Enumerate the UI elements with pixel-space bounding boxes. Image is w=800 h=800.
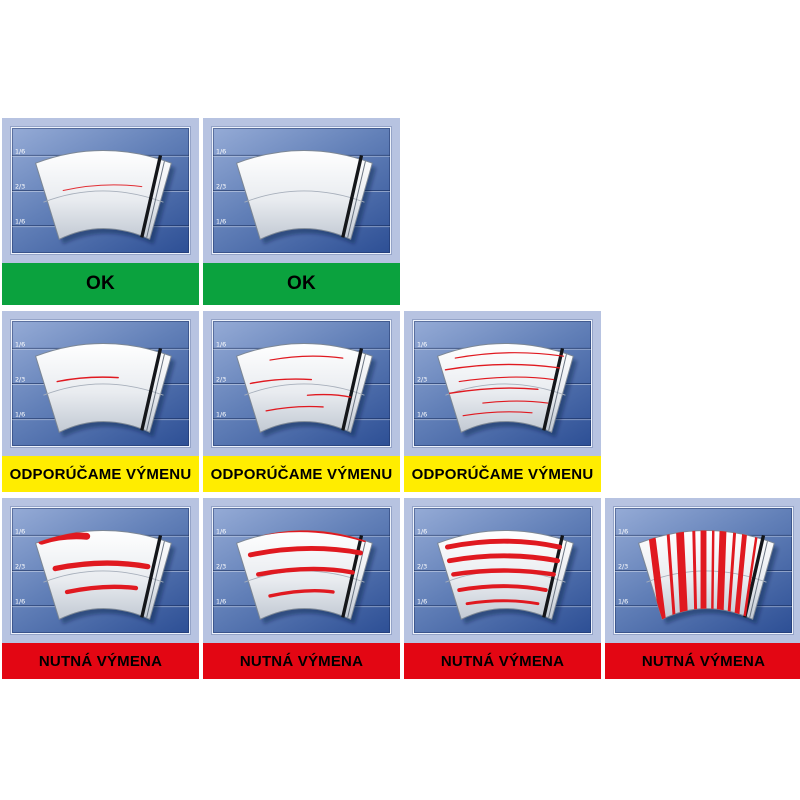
- status-label-bad: NUTNÁ VÝMENA: [605, 643, 800, 679]
- wiper-cell-bad-1: 1/6 2/3 1/6 NUTNÁ VÝMENA: [2, 498, 199, 679]
- wear-marks-single: [56, 376, 119, 383]
- wiper-cell-ok-clean: 1/6 2/3 1/6 OK: [2, 118, 199, 305]
- gauge-label: 1/6: [618, 528, 628, 535]
- windshield-diagram: 1/6 2/3 1/6: [414, 528, 591, 633]
- gauge-label: 1/6: [216, 219, 226, 226]
- wiper-panel: 1/6 2/3 1/6: [2, 498, 199, 643]
- wiper-screen: 1/6 2/3 1/6: [212, 507, 391, 634]
- wiper-panel: 1/6 2/3 1/6: [2, 118, 199, 263]
- gauge-label: 2/3: [417, 377, 427, 384]
- wiper-panel: 1/6 2/3 1/6: [404, 311, 601, 456]
- gauge-label: 1/6: [216, 528, 226, 535]
- gauge-label: 1/6: [15, 341, 25, 348]
- gauge-label: 1/6: [417, 341, 427, 348]
- windshield-graphic: [36, 343, 176, 437]
- gauge-label: 2/3: [618, 564, 628, 571]
- wiper-cell-bad-3: 1/6 2/3 1/6: [404, 498, 601, 679]
- wiper-screen: 1/6 2/3 1/6: [11, 127, 190, 254]
- wiper-panel: 1/6 2/3 1/6: [203, 498, 400, 643]
- windshield-diagram: 1/6 2/3 1/6: [414, 341, 591, 446]
- gauge-label: 1/6: [216, 599, 226, 606]
- gauge-label: 1/6: [15, 148, 25, 155]
- wear-marks-failed: [647, 530, 764, 620]
- gauge-label: 1/6: [417, 528, 427, 535]
- row-ok: 1/6 2/3 1/6 OK: [2, 118, 800, 305]
- windshield-diagram: 1/6 2/3 1/6: [12, 528, 189, 633]
- wiper-panel: 1/6 2/3 1/6: [203, 311, 400, 456]
- wiper-wear-guide: 1/6 2/3 1/6 OK: [2, 118, 800, 679]
- gauge-label: 2/3: [216, 377, 226, 384]
- windshield-graphic: [237, 150, 377, 244]
- gauge-label: 1/6: [417, 599, 427, 606]
- wiper-cell-warn-3: 1/6 2/3 1/6: [404, 311, 601, 492]
- windshield-diagram: 1/6 2/3 1/6: [12, 341, 189, 446]
- gauge-label: 1/6: [15, 219, 25, 226]
- gauge-label: 2/3: [216, 184, 226, 191]
- status-label-bad: NUTNÁ VÝMENA: [404, 643, 601, 679]
- gauge-label: 1/6: [216, 341, 226, 348]
- windshield-diagram: 1/6 2/3 1/6: [213, 341, 390, 446]
- wiper-screen: 1/6 2/3 1/6: [212, 320, 391, 447]
- status-label-bad: NUTNÁ VÝMENA: [2, 643, 199, 679]
- wiper-panel: 1/6 2/3 1/6: [2, 311, 199, 456]
- windshield-graphic: [36, 530, 176, 624]
- windshield-graphic: [36, 150, 176, 244]
- gauge-label: 2/3: [216, 564, 226, 571]
- status-label-warn: ODPORÚČAME VÝMENU: [203, 456, 400, 492]
- wiper-screen: 1/6 2/3 1/6: [212, 127, 391, 254]
- wear-marks-smears: [38, 530, 161, 595]
- row-replacement-required: 1/6 2/3 1/6 NUTNÁ VÝMENA: [2, 498, 800, 679]
- windshield-graphic: [237, 530, 377, 624]
- gauge-label: 2/3: [15, 377, 25, 384]
- status-label-warn: ODPORÚČAME VÝMENU: [2, 456, 199, 492]
- wiper-panel: 1/6 2/3 1/6: [203, 118, 400, 263]
- windshield-graphic: [237, 343, 377, 437]
- wiper-screen: 1/6 2/3 1/6: [11, 320, 190, 447]
- windshield-diagram: 1/6 2/3 1/6: [12, 148, 189, 253]
- gauge-label: 1/6: [15, 528, 25, 535]
- windshield-diagram: 1/6 2/3 1/6: [615, 528, 792, 633]
- wiper-screen: 1/6 2/3 1/6: [413, 320, 592, 447]
- gauge-label: 2/3: [15, 564, 25, 571]
- status-label-ok: OK: [2, 263, 199, 305]
- row-recommend-replacement: 1/6 2/3 1/6 ODPORÚČAME VÝMENU: [2, 311, 800, 492]
- gauge-label: 1/6: [15, 412, 25, 419]
- gauge-label: 1/6: [216, 148, 226, 155]
- status-label-bad: NUTNÁ VÝMENA: [203, 643, 400, 679]
- wiper-panel: 1/6 2/3 1/6: [605, 498, 800, 643]
- wiper-cell-warn-2: 1/6 2/3 1/6: [203, 311, 400, 492]
- gauge-label: 2/3: [15, 184, 25, 191]
- wiper-cell-ok-light: 1/6 2/3 1/6 OK: [203, 118, 400, 305]
- wiper-screen: 1/6 2/3 1/6: [614, 507, 793, 634]
- wiper-panel: 1/6 2/3 1/6: [404, 498, 601, 643]
- gauge-label: 1/6: [618, 599, 628, 606]
- wiper-cell-warn-1: 1/6 2/3 1/6 ODPORÚČAME VÝMENU: [2, 311, 199, 492]
- wiper-screen: 1/6 2/3 1/6: [413, 507, 592, 634]
- status-label-warn: ODPORÚČAME VÝMENU: [404, 456, 601, 492]
- wear-marks-clean: [62, 184, 143, 191]
- wiper-screen: 1/6 2/3 1/6: [11, 507, 190, 634]
- gauge-label: 1/6: [15, 599, 25, 606]
- gauge-label: 1/6: [417, 412, 427, 419]
- status-label-ok: OK: [203, 263, 400, 305]
- windshield-diagram: 1/6 2/3 1/6: [213, 148, 390, 253]
- wiper-cell-bad-2: 1/6 2/3 1/6 NUTNÁ VÝMENA: [203, 498, 400, 679]
- windshield-diagram: 1/6 2/3 1/6: [213, 528, 390, 633]
- gauge-label: 1/6: [216, 412, 226, 419]
- gauge-label: 2/3: [417, 564, 427, 571]
- wiper-cell-bad-4: 1/6 2/3 1/6: [605, 498, 800, 679]
